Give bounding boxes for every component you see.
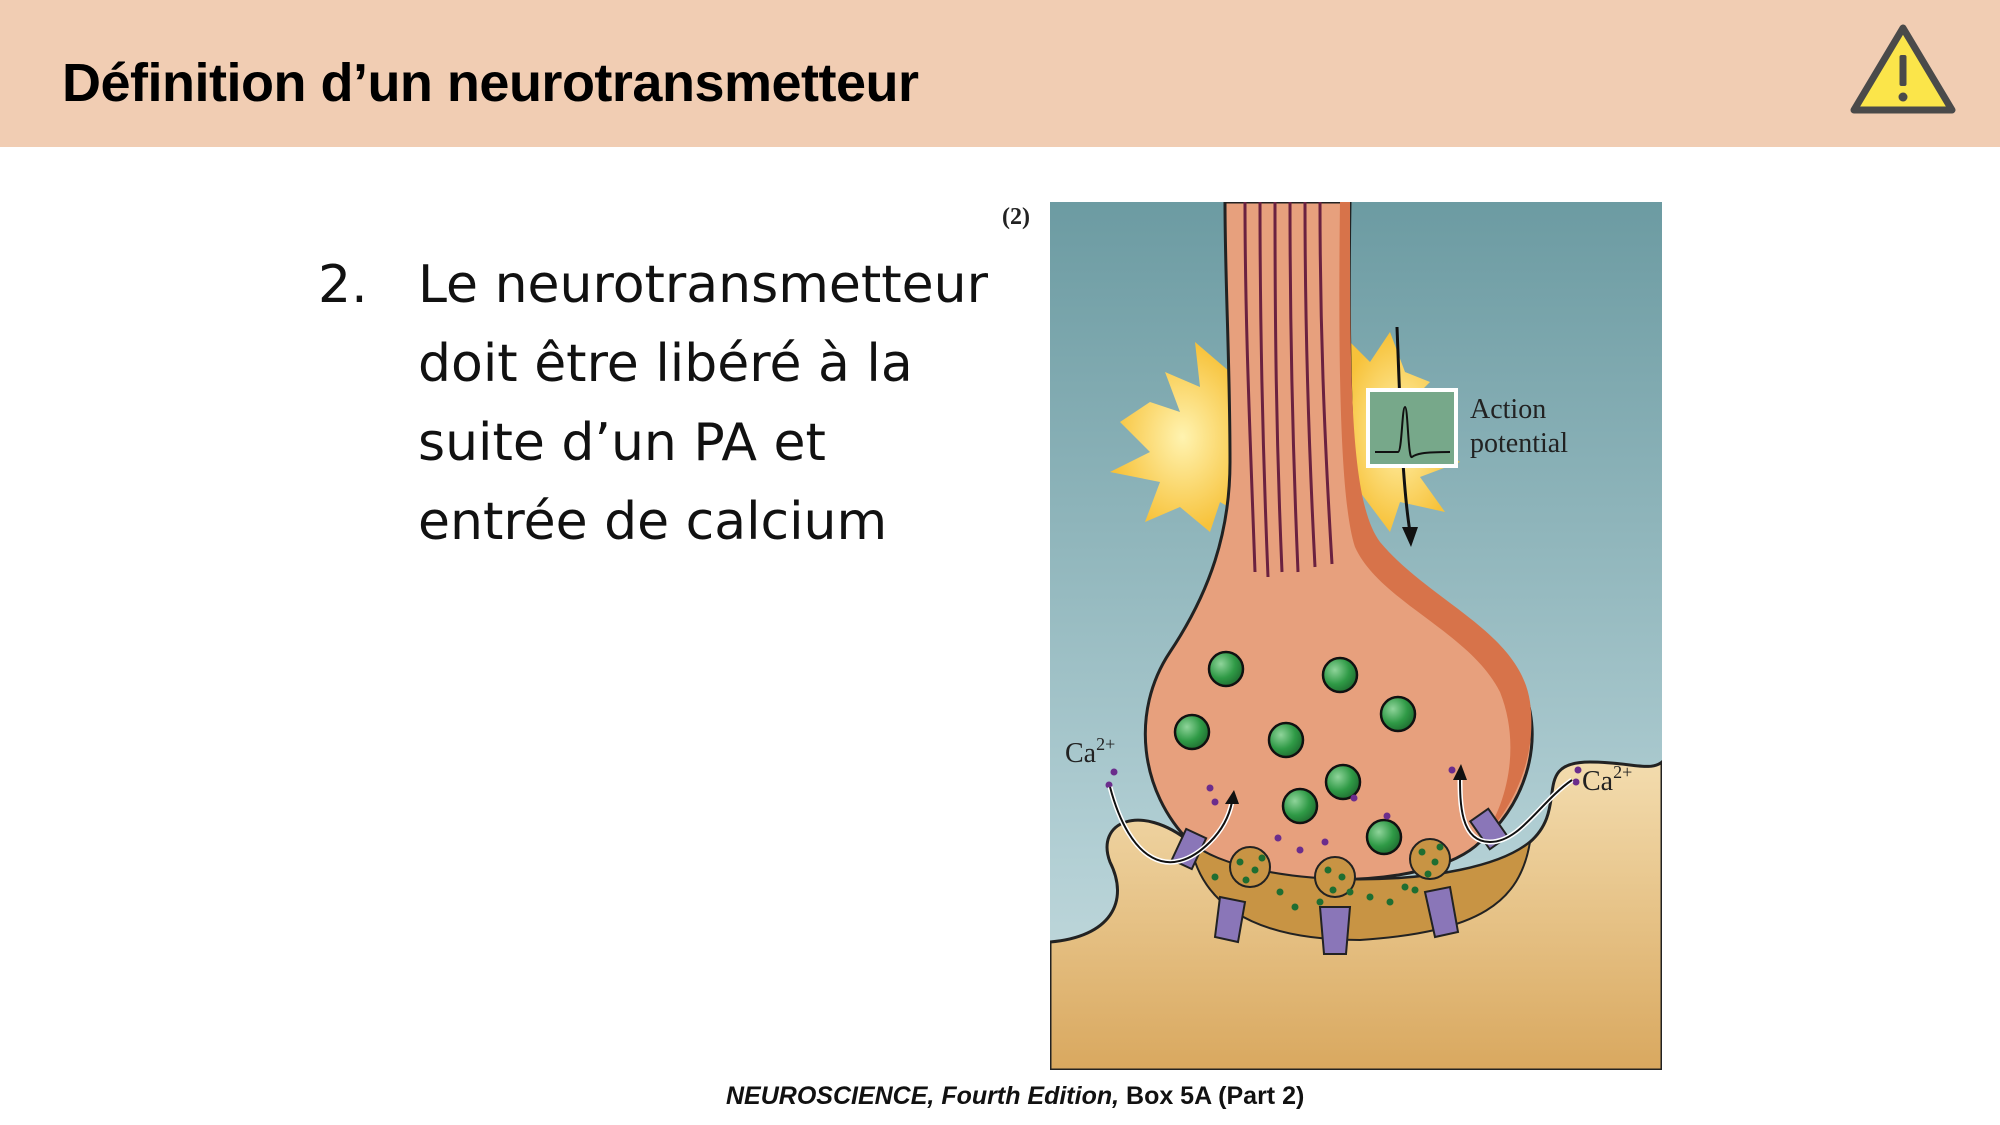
arrowhead-icon: [1453, 764, 1467, 780]
figure-panel-label: (2): [1002, 204, 1030, 230]
action-potential-trace-inset: [1366, 388, 1458, 468]
vesicle: [1173, 713, 1211, 751]
postsynaptic-receptors: [1213, 885, 1460, 955]
action-potential-label: Action: [1470, 394, 1546, 425]
synapse-illustration: Action potential: [1050, 202, 1662, 1070]
receptor: [1423, 885, 1460, 939]
depolarization-flash-left: [1110, 342, 1255, 532]
vesicle: [1281, 787, 1319, 825]
calcium-label-right: Ca2+: [1582, 762, 1632, 797]
vesicle: [1379, 695, 1417, 733]
vesicle: [1365, 818, 1403, 856]
list-line: doit être libéré à la: [418, 334, 913, 394]
vesicle: [1207, 650, 1245, 688]
calcium-ions: [1105, 766, 1582, 854]
caption-reference: Box 5A (Part 2): [1119, 1082, 1305, 1110]
list-line: entrée de calcium: [418, 492, 888, 552]
caption-book-title: NEUROSCIENCE,: [726, 1082, 935, 1110]
calcium-label-left: Ca2+: [1065, 734, 1115, 769]
receptor: [1213, 895, 1247, 944]
arrowhead-icon: [1402, 527, 1418, 547]
neurotransmitter-molecules: [1211, 843, 1444, 911]
list-item-text: Le neurotransmetteur doit être libéré à …: [418, 246, 1138, 562]
slide-header: Définition d’un neurotransmetteur: [0, 0, 2000, 147]
vesicle: [1321, 656, 1359, 694]
axon-membrane-shading: [1339, 202, 1532, 842]
caption-edition: Fourth Edition,: [934, 1082, 1120, 1110]
synaptic-vesicles: [1173, 650, 1417, 856]
vesicle: [1267, 721, 1305, 759]
list-line: suite d’un PA et: [418, 413, 826, 473]
action-potential-label: potential: [1470, 428, 1568, 459]
receptor: [1318, 906, 1352, 955]
figure-caption: NEUROSCIENCE, Fourth Edition, Box 5A (Pa…: [726, 1082, 1304, 1111]
microtubules: [1243, 202, 1334, 578]
slide-title: Définition d’un neurotransmetteur: [62, 53, 919, 113]
warning-triangle-icon: [1850, 24, 1956, 114]
vesicle: [1324, 763, 1362, 801]
list-line: Le neurotransmetteur: [418, 255, 988, 315]
arrowhead-icon: [1225, 790, 1239, 804]
list-item-number: 2.: [318, 255, 368, 315]
